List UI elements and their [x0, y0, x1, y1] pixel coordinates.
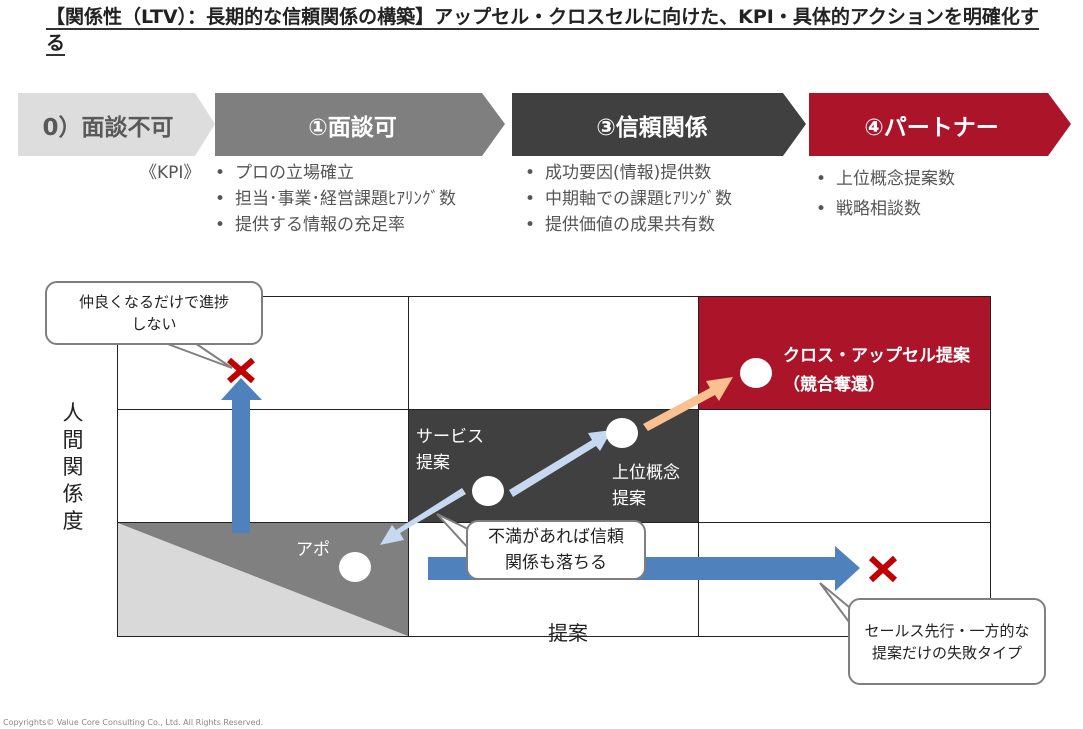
kpi-list-3: 成功要因(情報)提供数 中期軸での課題ﾋｱﾘﾝｸﾞ数 提供価値の成果共有数 [523, 160, 732, 238]
stage-1: ①面談可 [308, 114, 397, 141]
callout-sales-first: セールス先行・一方的な提案だけの失敗タイプ [848, 598, 1046, 685]
stage-0: 0）面談不可 [42, 114, 174, 141]
stage-4-shape [809, 93, 1071, 156]
kpi-item: プロの立場確立 [213, 160, 456, 186]
point-apo [339, 552, 371, 582]
back-arrow [380, 488, 466, 545]
point-service [472, 476, 504, 506]
kpi-item: 成功要因(情報)提供数 [523, 160, 732, 186]
kpi-item: 担当･事業･経営課題ﾋｱﾘﾝｸﾞ数 [213, 186, 456, 212]
kpi-item: 上位概念提案数 [814, 164, 955, 194]
partner-cell [698, 296, 991, 410]
cross-label: クロス・アップセル提案（競合奪還） [783, 346, 970, 395]
fail-x-icon [868, 555, 898, 583]
stage-3-shape [512, 93, 806, 156]
upper-label: 上位概念提案 [612, 463, 680, 509]
fail-x-icon [227, 357, 255, 384]
kpi-item: 戦略相談数 [814, 194, 955, 224]
service-label: サービス提案 [416, 427, 484, 473]
stage-0-shape [18, 93, 215, 156]
kpi-item: 提供価値の成果共有数 [523, 212, 732, 238]
kpi-list-1: プロの立場確立 担当･事業･経営課題ﾋｱﾘﾝｸﾞ数 提供する情報の充足率 [213, 160, 456, 238]
kpi-label: 《KPI》 [140, 163, 201, 183]
page-title: 【関係性（LTV）：長期的な信頼関係の構築】アップセル・クロスセルに向けた、KP… [46, 6, 1039, 56]
callout-tail [164, 342, 233, 369]
stage-1-shape [215, 93, 505, 156]
stage-3: ③信頼関係 [596, 114, 708, 141]
callout-dissatisfied: 不満があれば信頼関係も落ちる [466, 520, 646, 580]
up-arrow [221, 378, 262, 533]
kpi-list-4: 上位概念提案数 戦略相談数 [814, 164, 955, 224]
point-cross [740, 358, 772, 388]
point-upper [606, 418, 638, 448]
y-axis-label: 人間関係度 [62, 401, 84, 533]
step-arrow-2 [643, 377, 733, 431]
apo-label: アポ [296, 540, 330, 560]
callout-friendly: 仲良くなるだけで進捗しない [45, 281, 263, 345]
kpi-item: 中期軸での課題ﾋｱﾘﾝｸﾞ数 [523, 186, 732, 212]
copyright: Copyrights© Value Core Consulting Co., L… [3, 718, 264, 727]
stage-4: ④パートナー [864, 114, 999, 141]
x-axis-label: 提案 [548, 621, 588, 645]
kpi-item: 提供する情報の充足率 [213, 212, 456, 238]
step-arrow-1 [509, 430, 612, 497]
